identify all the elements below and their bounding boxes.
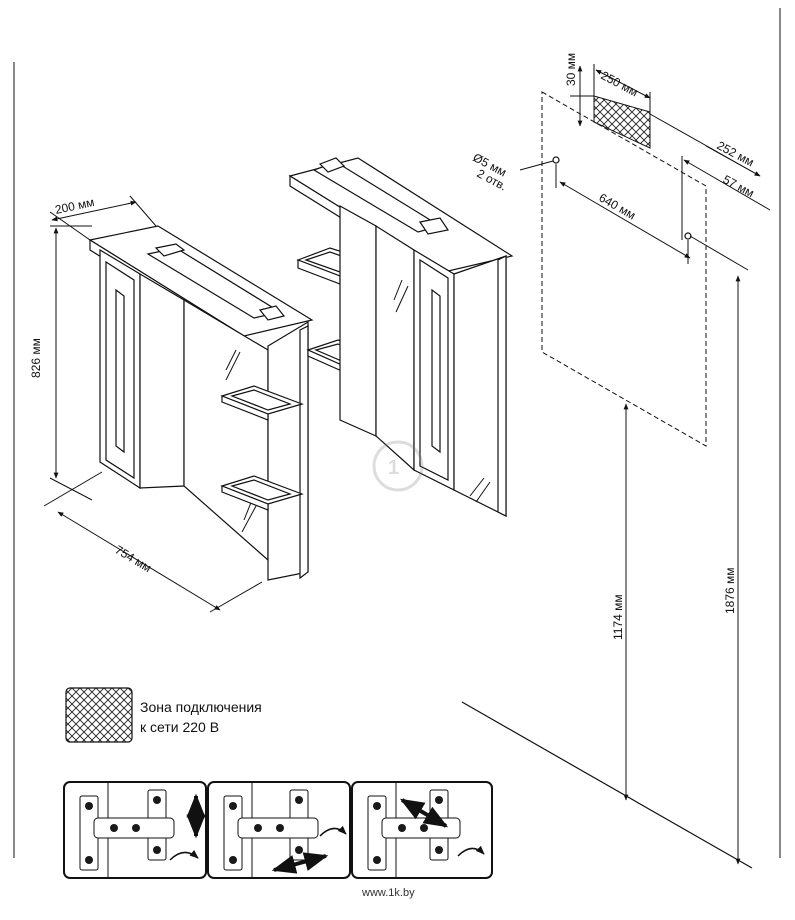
right-offset-2-label: 57 мм (721, 172, 757, 200)
mount-height-2-label: 1876 мм (723, 567, 737, 614)
legend-line-2: к сети 220 В (140, 719, 219, 735)
legend (65, 687, 133, 743)
zone-width-label: 250 мм (599, 68, 641, 99)
height-dimension-label: 826 мм (29, 338, 43, 378)
mount-hole-left (552, 156, 560, 164)
hinge-adjust-depth-icon (351, 781, 493, 879)
hinge-adjust-vertical-icon (63, 781, 207, 879)
legend-line-1: Зона подключения (140, 699, 262, 715)
connection-zone-area (593, 95, 651, 149)
wall-mount-plan (541, 91, 707, 447)
mount-dimensions (461, 64, 771, 869)
zone-offset-label: 30 мм (564, 53, 578, 86)
mount-height-1-label: 1174 мм (611, 594, 625, 640)
left-cabinet (88, 225, 314, 581)
left-dimensions (43, 195, 263, 613)
watermark-text: www.1k.by (361, 887, 415, 899)
depth-dimension-label: 200 мм (54, 195, 96, 217)
floor-line (461, 701, 753, 869)
svg-text:1: 1 (388, 457, 399, 479)
hinge-panels (63, 781, 493, 879)
watermark-logo: 1 (372, 440, 424, 492)
width-dimension-label: 754 мм (112, 543, 153, 576)
right-cabinet (288, 157, 514, 517)
hatch-swatch-icon (65, 687, 133, 743)
hinge-adjust-horizontal-icon (207, 781, 351, 879)
right-offset-1-label: 252 мм (715, 138, 757, 169)
